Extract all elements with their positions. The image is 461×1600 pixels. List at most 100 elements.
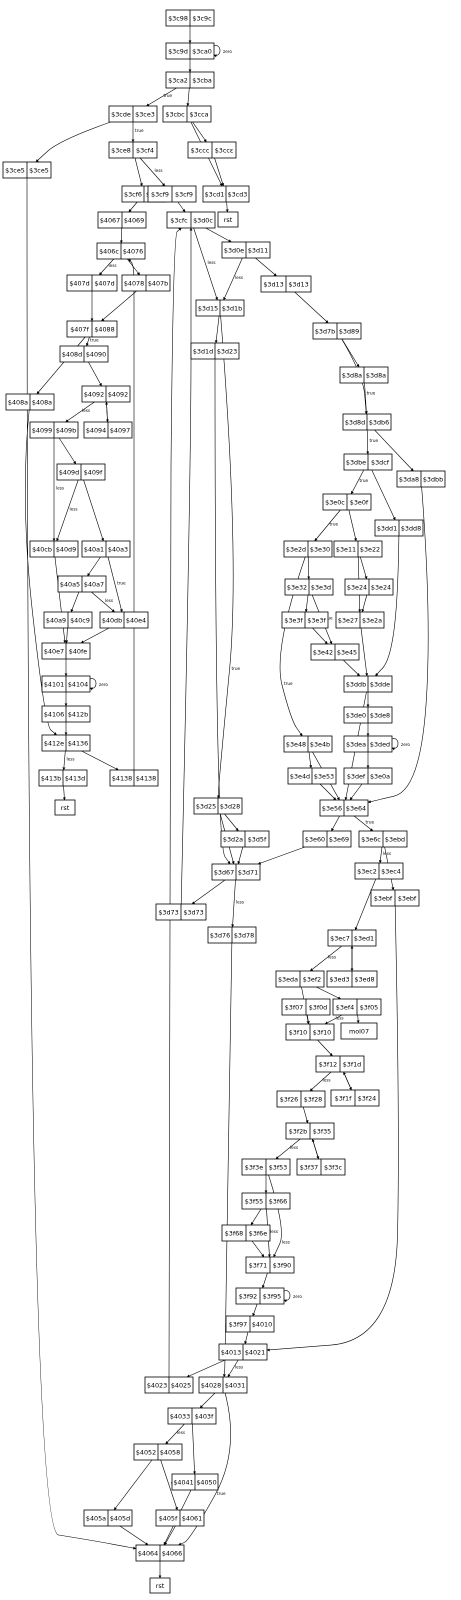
edge-n63-n67: [257, 846, 306, 865]
node-box: [149, 1577, 171, 1594]
node-address-label: $3cf9: [151, 190, 169, 198]
edge-n45-n48: [312, 627, 328, 645]
edge-n28-n31: [366, 429, 370, 455]
node-n46: $3e27$3e2a: [335, 611, 385, 629]
edge-n86-n87: [261, 1272, 268, 1289]
edge-n61-n63: [331, 815, 340, 832]
edge-label: zero: [99, 682, 108, 687]
edge-label: less: [56, 486, 64, 491]
node-address-label: $3e11: [336, 545, 356, 553]
node-address-label: $413d: [65, 774, 85, 782]
node-n81: $3f2b$3f35: [285, 1122, 335, 1140]
edge-n34-n38: [314, 509, 341, 542]
edge-label: zero: [401, 742, 410, 747]
node-n67: $3d67$3d71: [211, 863, 261, 881]
node-address-label: $3cde: [111, 110, 131, 118]
node-address-label: $4010: [252, 1320, 272, 1328]
edge-n43-n47: [65, 627, 69, 644]
node-address-label: $3f07: [285, 1003, 304, 1011]
node-address-label: $3f37: [300, 1163, 319, 1171]
edge-n72-n75: [316, 986, 341, 1000]
node-address-label: $3cf4: [136, 146, 154, 154]
node-address-label: $406c: [99, 247, 119, 255]
node-address-label: $3d8a: [342, 371, 362, 379]
node-address-label: $40db: [102, 616, 122, 624]
edge-n61-n64: [353, 815, 374, 832]
edge-n2-n2: [213, 45, 221, 58]
node-address-label: $3ce5: [29, 166, 49, 174]
edge-n59-n61: [349, 783, 363, 801]
edge-n54-n58: [308, 751, 313, 769]
node-n7: $3ccc$3ccε: [187, 141, 237, 159]
node-n64: $3e6c$3ebd: [358, 830, 408, 848]
node-address-label: $3cba: [192, 76, 212, 84]
node-address-label: $4066: [162, 1549, 182, 1557]
node-address-label: $3f24: [358, 1094, 377, 1102]
node-n2: $3c9d$3ca0: [165, 42, 215, 60]
edge-n68-n89: [266, 905, 399, 1352]
node-address-label: $3ca0: [192, 47, 212, 55]
node-n45: $3e3f$3e3f: [281, 611, 329, 629]
node-n26: $3d8a$3d8a: [339, 366, 389, 384]
edge-n15-n17: [99, 258, 114, 276]
node-address-label: $4092: [84, 390, 104, 398]
edge-n37-n44: [107, 556, 123, 613]
node-n97: $4064$4066: [135, 1544, 185, 1562]
node-n25: $408a$408a: [5, 393, 55, 411]
node-address-label: $3e2d: [286, 545, 306, 553]
edge-n29-n33: [58, 437, 77, 465]
node-n10: $3cf9$3cf9: [147, 185, 197, 203]
edge-label: zero: [223, 49, 232, 54]
node-n24: $408d$4090: [59, 345, 109, 363]
node-n62: $3d25$3d28: [193, 797, 243, 815]
node-n43: $40a9$40c9: [43, 611, 93, 629]
edge-n89-n90: [186, 1359, 226, 1378]
edge-n10-n14: [177, 201, 186, 213]
node-n21: $407f$4088: [66, 320, 118, 338]
edge-label: true: [324, 616, 333, 621]
edge-n76-n78: [317, 1039, 333, 1057]
node-address-label: $3e22: [360, 545, 380, 553]
edge-n87-n87: [283, 1290, 291, 1303]
edge-n40-n43: [70, 591, 80, 613]
node-address-label: $3cfc: [170, 216, 188, 224]
node-address-label: $3da8: [399, 475, 419, 483]
edge-label: less: [270, 1229, 278, 1234]
edge-n91-n92: [199, 1392, 216, 1409]
edge-n87-n88: [252, 1303, 258, 1317]
edge-n11-n12: [225, 201, 229, 213]
edge-n30-n27: [105, 401, 109, 423]
edge-n96-n97: [164, 1525, 176, 1546]
node-address-label: $408a: [8, 398, 28, 406]
edge-n38-n41: [307, 556, 311, 580]
node-address-label: $3ef4: [336, 1003, 354, 1011]
node-box: [217, 211, 239, 228]
node-address-label: $4101: [44, 680, 64, 688]
edge-label: less: [208, 260, 216, 265]
edge-n95-n97: [119, 1525, 149, 1546]
edge-label: true: [117, 581, 126, 586]
node-n88: $3f97$4010: [225, 1315, 275, 1333]
edge-label: less: [290, 1145, 298, 1150]
edge-n74-n76: [306, 1014, 310, 1025]
node-address-label: $40a9: [46, 616, 66, 624]
node-n30: $4094$4097: [83, 421, 133, 439]
node-address-label: $3d73: [183, 908, 203, 916]
node-address-label: $4031: [225, 1381, 245, 1389]
node-n79: $3f26$3f28: [276, 1090, 326, 1108]
node-address-label: $4099: [32, 426, 52, 434]
node-address-label: $40a5: [60, 580, 80, 588]
node-n28: $3d8d$3db6: [342, 413, 392, 431]
node-n86: $3f71$3f90: [245, 1256, 295, 1274]
node-address-label: $4106: [44, 710, 64, 718]
edge-n84-n85: [250, 1208, 262, 1226]
edge-n36-n47: [54, 556, 67, 644]
node-address-label: $3c9c: [192, 14, 212, 22]
node-n40: $40a5$40a7: [57, 575, 107, 593]
node-n17: $407d$407d: [66, 274, 118, 292]
node-address-label: $3d0c: [193, 216, 213, 224]
edge-label: less: [235, 275, 243, 280]
node-address-label: $407d: [94, 279, 114, 287]
node-n63: $3e60$3e69: [302, 830, 352, 848]
edge-n37-n40: [87, 556, 101, 577]
